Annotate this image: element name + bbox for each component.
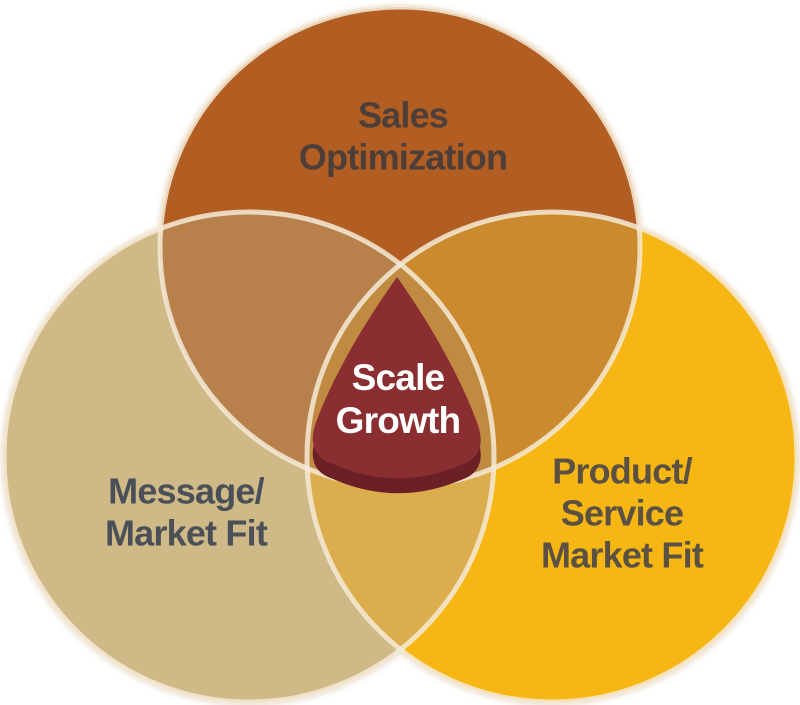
outline-product-circle bbox=[304, 209, 800, 705]
label-message-line2: Market Fit bbox=[104, 512, 268, 553]
label-product-line3: Market Fit bbox=[540, 533, 704, 575]
label-product-line2: Service bbox=[560, 492, 684, 534]
label-product-service-market-fit: Product/ Service Market Fit bbox=[540, 450, 704, 575]
label-center-line1: Scale bbox=[351, 357, 446, 399]
label-sales-line1: Sales bbox=[357, 94, 449, 136]
label-sales-line2: Optimization bbox=[298, 136, 508, 177]
center-shape bbox=[312, 277, 481, 479]
label-center-line2: Growth bbox=[335, 400, 461, 441]
label-sales-optimization: Sales Optimization bbox=[298, 94, 508, 178]
label-scale-growth: Scale Growth bbox=[336, 357, 461, 443]
label-message-market-fit: Message/ Market Fit bbox=[104, 470, 268, 554]
outline-message-circle bbox=[1, 209, 497, 705]
label-message-line1: Message/ bbox=[108, 470, 265, 512]
label-product-line1: Product/ bbox=[552, 450, 692, 492]
